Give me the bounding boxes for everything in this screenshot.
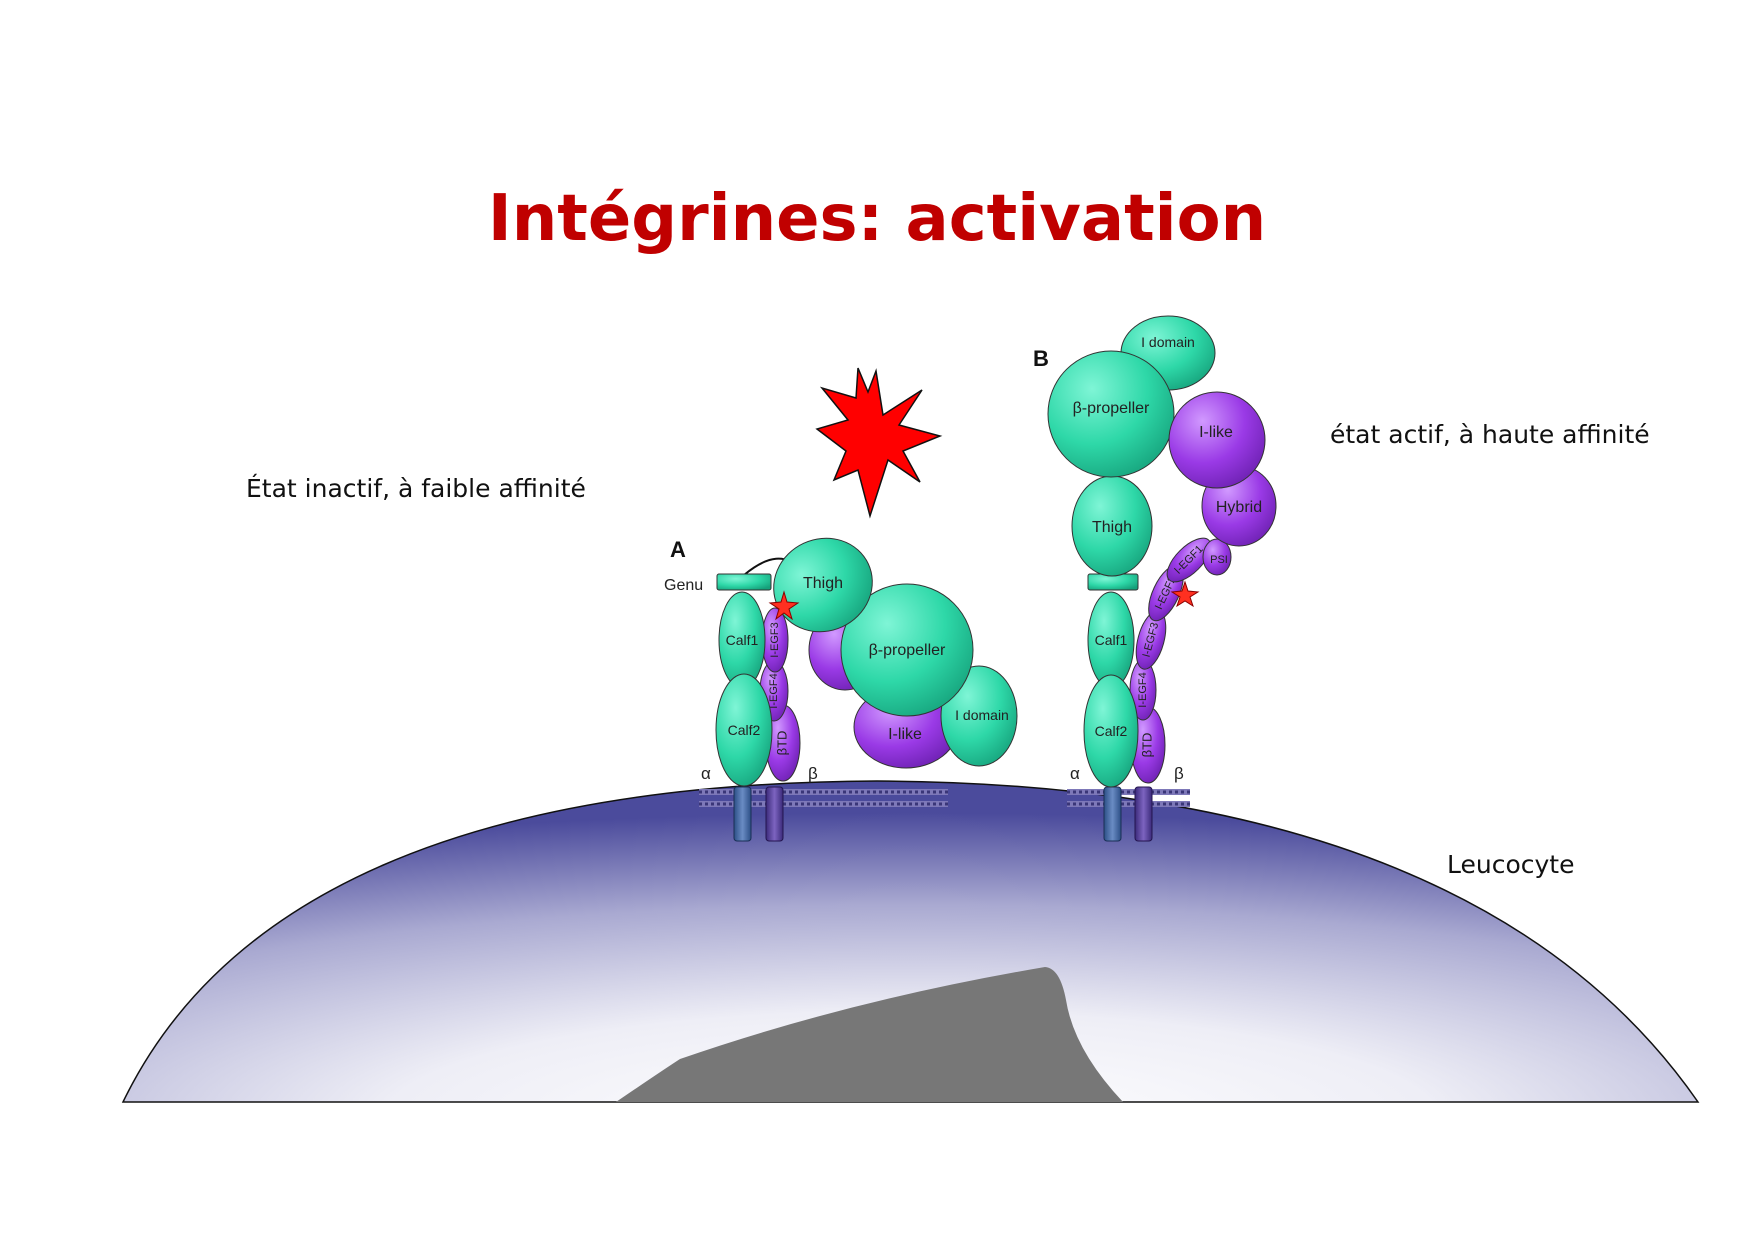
genu-a — [716, 573, 772, 591]
beta-tm-b — [1134, 786, 1153, 842]
leucocyte-label: Leucocyte — [1447, 850, 1575, 879]
i-domain-a — [940, 665, 1018, 767]
beta-propeller-domain-a — [840, 583, 974, 717]
i-like-domain-b — [1168, 391, 1266, 489]
idomain-label-a: I domain — [955, 707, 1009, 723]
propeller-label-a: β-propeller — [869, 642, 946, 659]
genu-label: Genu — [664, 577, 703, 594]
leucocyte-cell — [121, 780, 1700, 1103]
ilike-label-a: I-like — [888, 726, 922, 743]
activation-site-star-a — [768, 590, 800, 621]
beta-label-b: β — [1174, 764, 1184, 783]
idomain-label-b: I domain — [1141, 334, 1195, 350]
alpha-label-a: α — [701, 764, 711, 783]
propeller-label-b: β-propeller — [1073, 400, 1150, 417]
beta-label-a: β — [808, 764, 818, 783]
beta-propeller-domain-b — [1047, 350, 1175, 478]
calf2-label-a: Calf2 — [728, 722, 761, 738]
calf2-domain-b — [1083, 674, 1139, 788]
calf2-domain-a — [715, 673, 773, 787]
btd-label-a: βTD — [774, 731, 789, 756]
slide-title: Intégrines: activation — [487, 182, 1267, 256]
membrane-b — [1067, 789, 1190, 807]
panel-a-label: A — [670, 537, 686, 562]
iegf3-label-a: I-EGF3 — [769, 622, 781, 657]
integrin-inactive: A Genu α β βTD I-EGF4 I-EGF3 Calf1 Calf2 — [664, 537, 1018, 842]
alpha-tm-a — [733, 786, 752, 842]
inactive-state-caption: État inactif, à faible affinité — [246, 474, 586, 503]
btd-label-b: βTD — [1139, 733, 1154, 758]
calf2-label-b: Calf2 — [1095, 723, 1128, 739]
calf1-label-b: Calf1 — [1095, 632, 1128, 648]
calf1-label-a: Calf1 — [726, 632, 759, 648]
alpha-tm-b — [1103, 786, 1122, 842]
iegf4-label-b: I-EGF4 — [1137, 672, 1149, 707]
iegf1-domain-b — [1166, 537, 1212, 583]
iegf4-label-a: I-EGF4 — [768, 673, 780, 708]
nucleus — [616, 967, 1123, 1102]
thigh-label-a: Thigh — [803, 575, 843, 592]
thigh-label-b: Thigh — [1092, 519, 1132, 536]
membrane-a — [699, 789, 948, 807]
beta-tm-a — [765, 786, 784, 842]
panel-b-label: B — [1033, 346, 1049, 371]
alpha-label-b: α — [1070, 764, 1080, 783]
psi-domain-b — [1202, 538, 1232, 576]
activation-site-star-b — [1170, 580, 1200, 608]
hybrid-label-b: Hybrid — [1216, 499, 1262, 516]
psi-label-b: PSI — [1210, 554, 1228, 566]
integrin-active: B α β βTD I-EGF4 I-EGF3 I-EGF2 I-EGF1 PS… — [1033, 315, 1277, 842]
active-state-caption: état actif, à haute affinité — [1330, 420, 1650, 449]
ilike-label-b: I-like — [1199, 424, 1233, 441]
activation-signal-star — [815, 367, 943, 519]
